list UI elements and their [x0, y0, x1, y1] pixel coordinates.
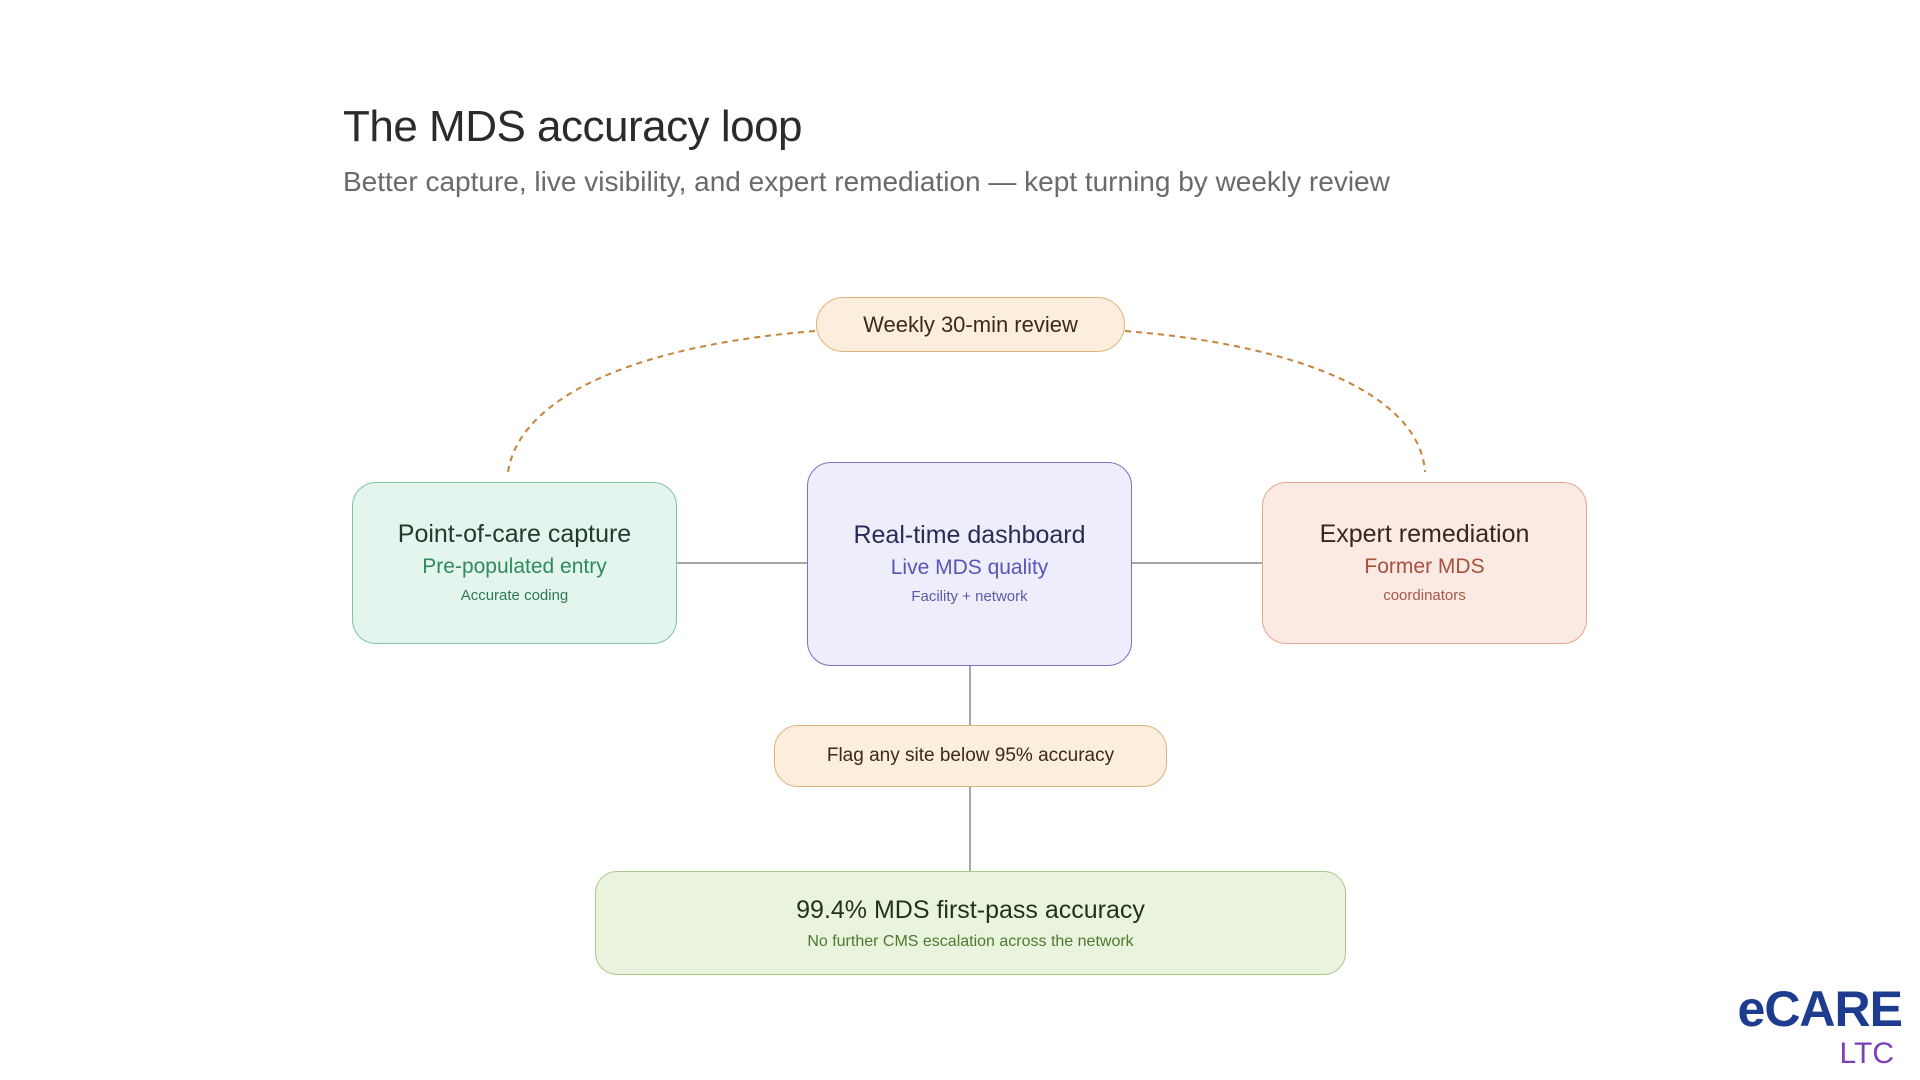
logo-subtext: LTC — [1839, 1037, 1894, 1070]
logo-wordmark: eCARE — [1737, 981, 1903, 1037]
dashboard-subtitle: Live MDS quality — [890, 556, 1049, 579]
capture-note: Accurate coding — [460, 587, 569, 604]
outcome-note: No further CMS escalation across the net… — [807, 933, 1134, 950]
review-arc-right — [1124, 330, 1426, 473]
flag-threshold-pill: Flag any site below 95% accuracy — [774, 725, 1167, 787]
flag-threshold-label: Flag any site below 95% accuracy — [826, 745, 1115, 766]
page-subtitle: Better capture, live visibility, and exp… — [343, 166, 1390, 197]
dashboard-title: Real-time dashboard — [853, 521, 1086, 549]
weekly-review-label: Weekly 30-min review — [863, 311, 1078, 337]
dashboard-note: Facility + network — [911, 588, 1028, 605]
node-expert-remediation: Expert remediation Former MDS coordinato… — [1262, 482, 1587, 644]
outcome-box: 99.4% MDS first-pass accuracy No further… — [595, 871, 1346, 975]
remediation-title: Expert remediation — [1319, 520, 1530, 548]
node-real-time-dashboard: Real-time dashboard Live MDS quality Fac… — [807, 462, 1132, 666]
remediation-note: coordinators — [1383, 587, 1466, 604]
ecare-ltc-logo: eCARE LTC — [1690, 981, 1903, 1072]
review-arc-left — [507, 330, 816, 473]
remediation-subtitle: Former MDS — [1364, 555, 1485, 578]
capture-subtitle: Pre-populated entry — [422, 555, 607, 578]
node-point-of-care-capture: Point-of-care capture Pre-populated entr… — [352, 482, 677, 644]
weekly-review-pill: Weekly 30-min review — [816, 297, 1125, 352]
outcome-title: 99.4% MDS first-pass accuracy — [796, 896, 1145, 924]
page-title: The MDS accuracy loop — [343, 102, 803, 151]
capture-title: Point-of-care capture — [397, 520, 632, 548]
